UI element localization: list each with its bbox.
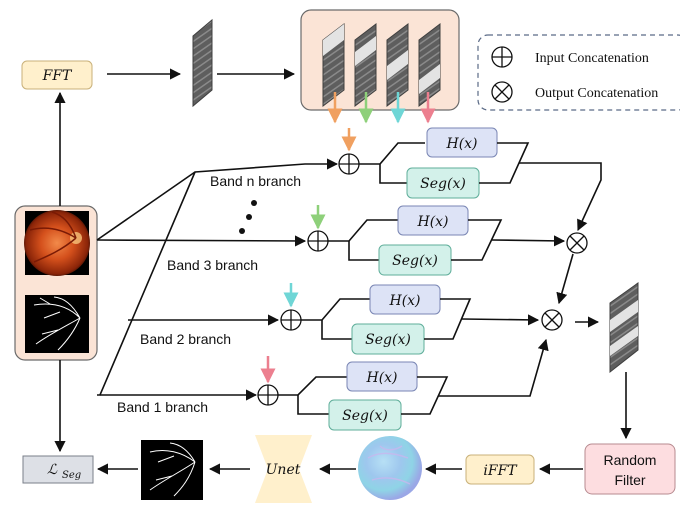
unet-shape xyxy=(255,435,312,503)
branch-3-label: Band 3 branch xyxy=(167,257,258,273)
output-concat-upper-icon xyxy=(566,232,588,254)
output-concat-lower-icon xyxy=(541,309,563,331)
ellipsis-dot-2 xyxy=(246,214,252,220)
band-2-to-output-concat xyxy=(461,314,540,326)
band-3-input-concat-icon xyxy=(307,230,329,252)
band-3-seg-label: Seg(x) xyxy=(392,253,438,269)
band-3-split-lower xyxy=(348,241,379,261)
band-3-merge xyxy=(451,219,503,261)
band-2-seg-label: Seg(x) xyxy=(365,332,411,348)
band-slab-3 xyxy=(386,22,409,108)
reconstructed-image xyxy=(358,436,422,500)
band-1-input-concat-icon xyxy=(257,384,279,406)
ifft-box xyxy=(465,454,535,485)
legend: Input Concatenation Output Concatenation xyxy=(477,34,680,111)
loss-subscript: Seg xyxy=(62,470,81,481)
prediction-image xyxy=(141,440,203,500)
band-slab-4 xyxy=(418,22,441,108)
band-1-split-upper xyxy=(278,376,347,396)
legend-frame xyxy=(477,34,680,111)
vessel-mask-image xyxy=(25,295,89,353)
line-to-band-n xyxy=(96,158,339,241)
loss-box xyxy=(22,455,94,484)
ifft-label: iFFT xyxy=(483,463,518,479)
line-to-band-3 xyxy=(96,235,307,247)
band-slab-1 xyxy=(322,22,345,108)
band-n-to-output-concat xyxy=(519,162,602,232)
band-1-seg-label: Seg(x) xyxy=(342,408,388,424)
band-1-seg-box xyxy=(328,399,402,431)
loss-symbol: ℒ xyxy=(47,462,58,478)
band-n-seg-label: Seg(x) xyxy=(420,176,466,192)
band-2-h-label: H(x) xyxy=(388,293,420,309)
branch-n-label: Band n branch xyxy=(210,173,301,189)
ellipsis-dot-3 xyxy=(239,228,245,234)
branch-2-label: Band 2 branch xyxy=(140,331,231,347)
fft-label: FFT xyxy=(42,68,73,84)
filtered-spectrum-slab xyxy=(609,282,639,374)
band-3-to-output-concat xyxy=(491,235,566,247)
band-n-split-lower xyxy=(379,164,407,184)
band-1-split-lower xyxy=(297,395,329,415)
fundus-image xyxy=(24,210,90,276)
band-n-split-upper xyxy=(359,142,425,165)
random-filter-label-1: Random xyxy=(604,452,657,468)
upper-concat-to-lower-concat xyxy=(556,253,574,305)
band-2-split-upper xyxy=(301,298,370,321)
legend-input-concat-label: Input Concatenation xyxy=(535,51,649,66)
band-slab-2 xyxy=(354,22,377,108)
ellipsis-dot-1 xyxy=(251,200,257,206)
band-1-to-output-concat xyxy=(438,338,549,397)
band-1-h-label: H(x) xyxy=(365,370,397,386)
random-filter-box xyxy=(584,443,676,495)
input-concat-icon xyxy=(491,46,513,68)
random-filter-label-2: Filter xyxy=(614,472,645,488)
spectrum-slab xyxy=(192,18,213,108)
legend-output-concat-label: Output Concatenation xyxy=(535,86,658,101)
output-concat-icon xyxy=(491,81,513,103)
band-3-h-label: H(x) xyxy=(416,214,448,230)
band-3-split-upper xyxy=(328,219,398,242)
band-2-input-concat-icon xyxy=(280,309,302,331)
band-2-merge xyxy=(424,298,472,340)
fft-box xyxy=(21,60,93,90)
band-n-h-label: H(x) xyxy=(445,136,477,152)
band-2-split-lower xyxy=(321,320,352,340)
unet-label: Unet xyxy=(266,462,301,478)
branch-1-label: Band 1 branch xyxy=(117,399,208,415)
band-n-input-concat-icon xyxy=(338,153,360,175)
